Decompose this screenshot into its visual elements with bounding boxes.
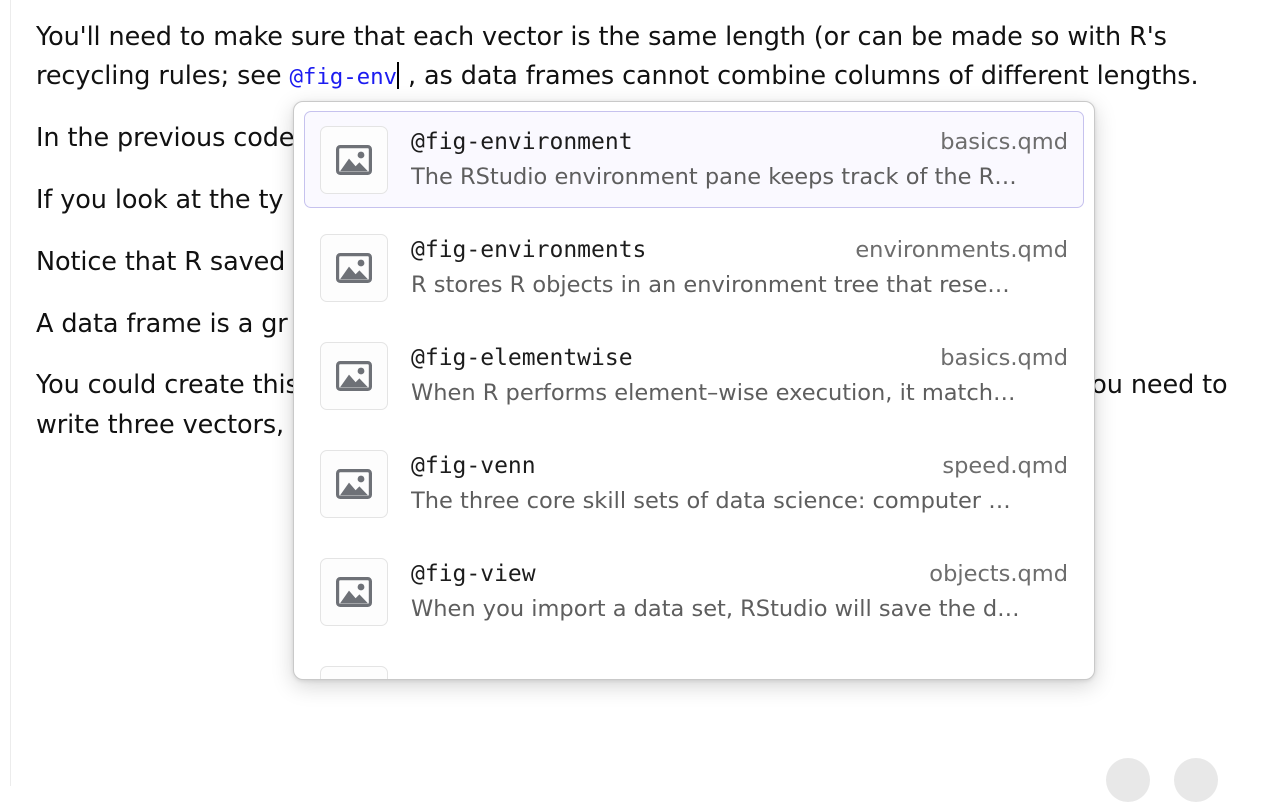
xref-item-description: R stores R objects in an environment tre… — [411, 272, 1010, 298]
text-caret — [397, 62, 400, 89]
xref-item-id: @fig-view — [411, 561, 536, 587]
xref-suggestion-item[interactable]: @fig-environments environments.qmd R store… — [304, 219, 1084, 316]
floating-action-buttons[interactable] — [1106, 758, 1218, 802]
xref-suggestion-item-partial[interactable] — [304, 651, 1084, 679]
xref-item-header: @fig-view objects.qmd — [411, 561, 1068, 587]
paragraph-text: You'll need to make sure that each vecto… — [36, 22, 1175, 91]
xref-item-text: @fig-environments environments.qmd R store… — [411, 237, 1068, 298]
xref-item-file: basics.qmd — [940, 345, 1068, 371]
paragraph-text: , as data frames cannot combine columns … — [400, 61, 1199, 91]
image-placeholder-icon — [320, 449, 388, 518]
xref-item-header: @fig-venn speed.qmd — [411, 453, 1068, 479]
floating-action-button-right[interactable] — [1174, 758, 1218, 802]
xref-item-id: @fig-elementwise — [411, 345, 633, 371]
image-placeholder-icon — [320, 665, 388, 679]
xref-item-description: The RStudio environment pane keeps track… — [411, 164, 1017, 190]
xref-item-description: When you import a data set, RStudio will… — [411, 596, 1020, 622]
xref-item-file: basics.qmd — [940, 129, 1068, 155]
xref-item-file: speed.qmd — [942, 453, 1068, 479]
xref-item-header: @fig-elementwise basics.qmd — [411, 345, 1068, 371]
xref-item-id: @fig-venn — [411, 453, 536, 479]
xref-item-id: @fig-environment — [411, 129, 633, 155]
xref-item-header: @fig-environments environments.qmd — [411, 237, 1068, 263]
xref-item-id: @fig-environments — [411, 237, 647, 263]
xref-item-header: @fig-environment basics.qmd — [411, 129, 1068, 155]
xref-item-file: objects.qmd — [929, 561, 1068, 587]
xref-item-description: When R performs element–wise execution, … — [411, 380, 1016, 406]
image-placeholder-icon — [320, 233, 388, 302]
xref-token: @fig-env — [289, 64, 398, 90]
floating-action-button-left[interactable] — [1106, 758, 1150, 802]
image-placeholder-icon — [320, 341, 388, 410]
image-placeholder-icon — [320, 557, 388, 626]
editor-gutter-rule — [10, 0, 11, 786]
xref-item-file: environments.qmd — [855, 237, 1068, 263]
xref-item-description: The three core skill sets of data scienc… — [411, 488, 1011, 514]
image-placeholder-icon — [320, 125, 388, 194]
para-vector-length: You'll need to make sure that each vecto… — [36, 18, 1236, 97]
